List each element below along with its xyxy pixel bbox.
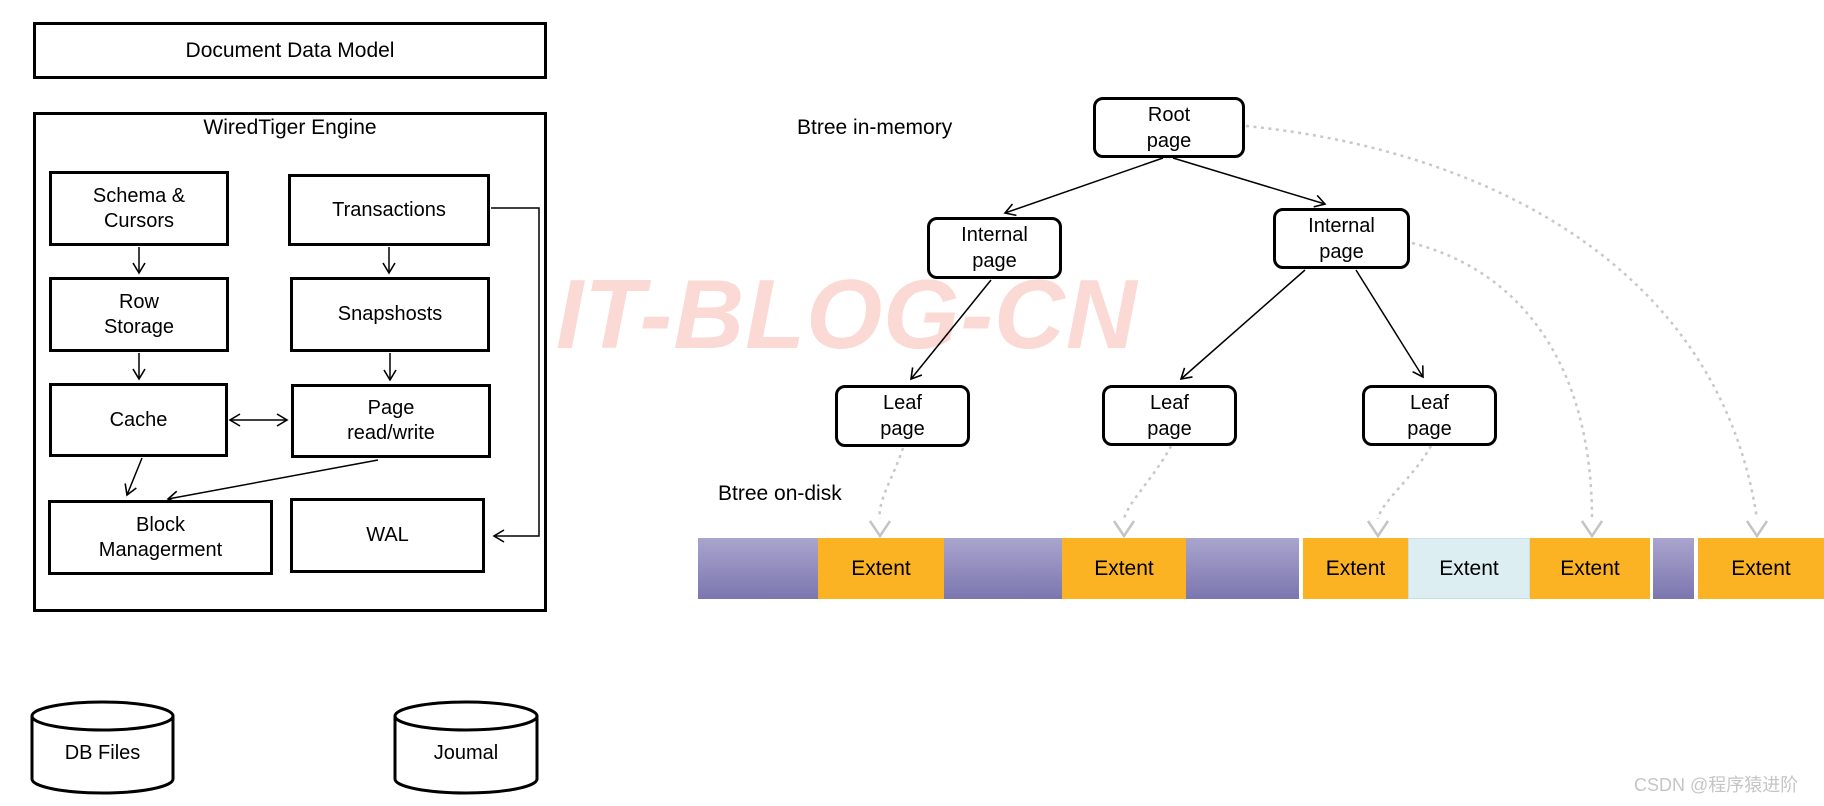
csdn-credit: CSDN @程序猿进阶 <box>1634 775 1799 795</box>
extent-segment: Extent <box>1303 538 1408 599</box>
disk-used-segment <box>698 538 818 599</box>
block-management-node: Block Managerment <box>48 500 273 575</box>
db-files-cylinder <box>30 700 175 795</box>
extent-free-segment: Extent <box>1408 538 1530 599</box>
root-page-node: Root page <box>1093 97 1245 158</box>
extent-segment: Extent <box>1530 538 1650 599</box>
leaf-page-right-node: Leaf page <box>1362 385 1497 446</box>
row-storage-node: Row Storage <box>49 277 229 352</box>
page-read-write-node: Page read/write <box>291 384 491 458</box>
leaf-page-left-node: Leaf page <box>835 385 970 447</box>
btree-on-disk-label: Btree on-disk <box>718 482 842 505</box>
btree-in-memory-label: Btree in-memory <box>797 116 953 139</box>
dotted-link-arrowheads <box>868 520 1769 539</box>
journal-cylinder <box>393 700 539 795</box>
snapshots-node: Snapshosts <box>290 277 490 352</box>
wiredtiger-engine-title: WiredTiger Engine <box>203 116 377 139</box>
transactions-node: Transactions <box>288 174 490 246</box>
wal-node: WAL <box>290 498 485 573</box>
internal-page-left-node: Internal page <box>927 217 1062 279</box>
disk-used-segment <box>1653 538 1694 599</box>
btree-arrows <box>910 157 1424 381</box>
journal-label: Joumal <box>433 742 499 764</box>
internal-page-right-node: Internal page <box>1273 208 1410 269</box>
extent-segment: Extent <box>818 538 944 599</box>
extent-segment: Extent <box>1062 538 1186 599</box>
disk-used-segment <box>944 538 1062 599</box>
extent-segment: Extent <box>1698 538 1824 599</box>
page-to-extent-dotted-links <box>878 124 1759 520</box>
disk-extent-bar: Extent Extent Extent Extent Extent Exten… <box>698 538 1824 599</box>
leaf-page-middle-node: Leaf page <box>1102 385 1237 446</box>
schema-cursors-node: Schema & Cursors <box>49 171 229 246</box>
cache-node: Cache <box>49 383 228 457</box>
db-files-label: DB Files <box>64 742 141 764</box>
document-data-model-box: Document Data Model <box>33 22 547 79</box>
disk-used-segment <box>1186 538 1299 599</box>
engine-flow-arrows <box>124 207 540 543</box>
